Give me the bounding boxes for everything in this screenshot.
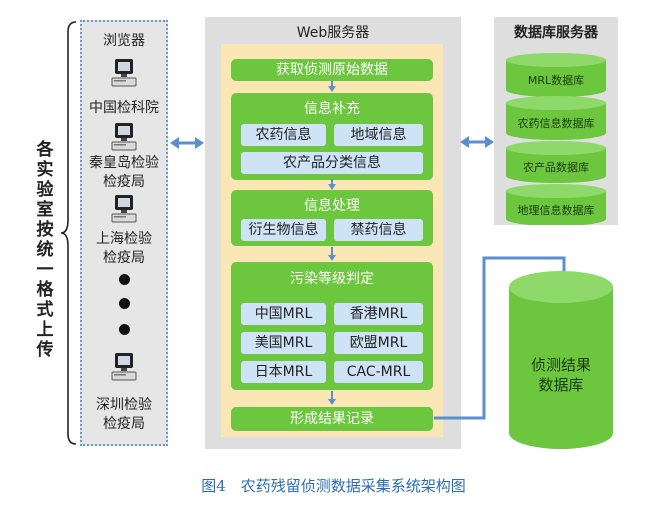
upload-side-label: 各实验室按统一格式上传 — [36, 140, 54, 360]
eu-mrl-box: 欧盟MRL — [334, 332, 423, 354]
info-process-title: 信息处理 — [304, 198, 360, 214]
product-db-label: 农产品数据库 — [523, 161, 589, 174]
computer-icon — [111, 353, 137, 381]
figure-caption: 图4 农药残留侦测数据采集系统架构图 — [201, 477, 466, 495]
result-record-box: 形成结果记录 — [231, 407, 433, 431]
fetch-data-box: 获取侦测原始数据 — [231, 59, 433, 81]
client-label-3: 上海检验 检疫局 — [96, 231, 152, 266]
product-category-box: 农产品分类信息 — [241, 152, 423, 174]
client-label-2: 秦皇岛检验 检疫局 — [89, 155, 159, 190]
pesticide-info-box: 农药信息 — [241, 124, 326, 146]
japan-mrl-box: 日本MRL — [241, 361, 326, 383]
database-stack — [506, 53, 606, 225]
bidirectional-arrow-icon — [170, 137, 204, 149]
down-arrow-icon — [328, 247, 336, 261]
left-brace — [60, 21, 77, 445]
down-arrow-icon — [328, 81, 336, 92]
derivative-info-box: 衍生物信息 — [241, 219, 326, 241]
browser-panel: 浏览器 中国检科院 秦皇岛检验 检疫局 上海检验 检疫局 — [80, 20, 168, 446]
cac-mrl-box: CAC-MRL — [334, 361, 423, 383]
region-info-box: 地域信息 — [334, 124, 423, 146]
product-db-cylinder — [506, 141, 606, 183]
ellipsis-dot — [119, 298, 130, 309]
ellipsis-dot — [119, 324, 130, 335]
computer-icon — [111, 59, 137, 87]
client-label-4: 深圳检验 检疫局 — [96, 397, 152, 432]
usa-mrl-box: 美国MRL — [241, 332, 326, 354]
browser-title: 浏览器 — [103, 33, 145, 49]
mrl-db-label: MRL数据库 — [527, 74, 585, 87]
pesticide-db-cylinder — [506, 96, 606, 140]
geo-db-cylinder — [506, 184, 606, 225]
down-arrow-icon — [328, 179, 336, 190]
pollution-grade-title: 污染等级判定 — [290, 271, 374, 287]
result-db-label: 侦测结果 数据库 — [530, 356, 591, 394]
geo-db-label: 地理信息数据库 — [517, 204, 595, 217]
info-supplement-title: 信息补充 — [304, 101, 360, 117]
banned-pesticide-box: 禁药信息 — [334, 219, 423, 241]
china-mrl-box: 中国MRL — [241, 303, 326, 325]
client-label-1: 中国检科院 — [89, 100, 159, 116]
result-db-cylinder — [509, 271, 613, 449]
hongkong-mrl-box: 香港MRL — [334, 303, 423, 325]
computer-icon — [111, 195, 137, 223]
bidirectional-arrow-icon — [460, 136, 494, 148]
web-server-title: Web服务器 — [296, 25, 370, 41]
down-arrow-icon — [328, 391, 336, 405]
computer-icon — [111, 123, 137, 151]
pesticide-db-label: 农药信息数据库 — [517, 117, 595, 130]
mrl-db-cylinder — [506, 53, 606, 97]
ellipsis-dot — [119, 274, 130, 285]
db-server-title: 数据库服务器 — [514, 25, 598, 41]
